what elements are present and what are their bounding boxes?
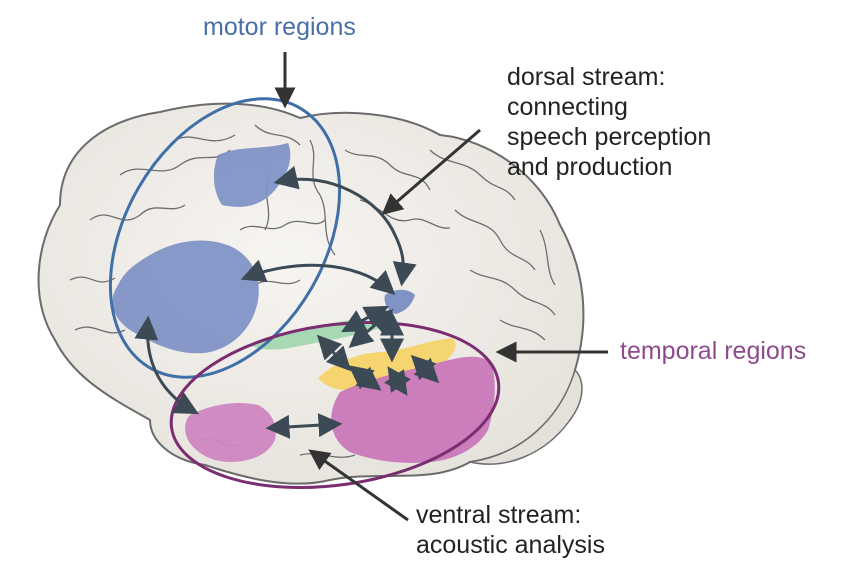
dorsal-line-3: speech perception [507, 122, 711, 152]
dorsal-line-4: and production [507, 152, 711, 182]
dorsal-line-1: dorsal stream: [507, 62, 711, 92]
ventral-line-2: acoustic analysis [416, 530, 605, 560]
motor-regions-label: motor regions [203, 12, 356, 42]
dorsal-line-2: connecting [507, 92, 711, 122]
dorsal-stream-label: dorsal stream: connecting speech percept… [507, 62, 711, 182]
temporal-regions-text: temporal regions [620, 336, 806, 366]
temporal-regions-label: temporal regions [620, 336, 806, 366]
motor-regions-text: motor regions [203, 12, 356, 42]
ventral-stream-label: ventral stream: acoustic analysis [416, 500, 605, 560]
ventral-line-1: ventral stream: [416, 500, 605, 530]
